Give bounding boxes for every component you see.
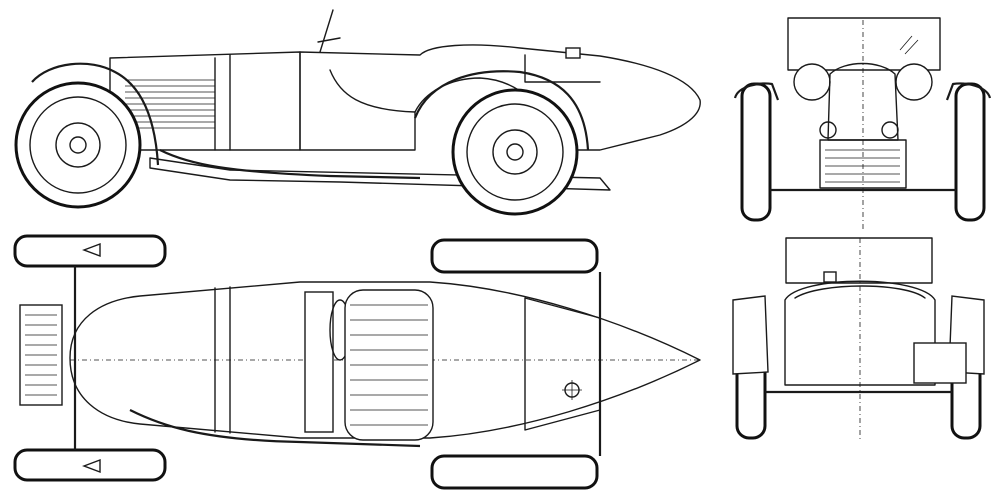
rear-number-plate bbox=[913, 342, 967, 384]
rear-panel-edge bbox=[794, 285, 926, 299]
side-front-rim bbox=[29, 96, 127, 194]
side-front-hubcap bbox=[69, 136, 87, 154]
side-front-hub bbox=[55, 122, 101, 168]
top-radiator-core bbox=[25, 314, 57, 396]
front-right-headlamp bbox=[895, 63, 933, 101]
side-cockpit-edge bbox=[329, 69, 416, 113]
side-exhaust-pipe bbox=[159, 149, 421, 180]
top-body-outline bbox=[69, 281, 701, 439]
front-left-fender bbox=[733, 82, 780, 101]
rear-left-fender bbox=[732, 295, 769, 375]
side-front-fender bbox=[31, 62, 160, 166]
side-tail-panel bbox=[524, 54, 601, 83]
rear-view bbox=[732, 237, 985, 440]
top-rear-right-tire bbox=[430, 454, 599, 490]
top-rear-left-tire bbox=[430, 238, 599, 274]
front-windscreen bbox=[787, 17, 941, 71]
side-rear-fender bbox=[413, 70, 590, 151]
front-left-tire bbox=[740, 82, 772, 222]
top-tail-panel bbox=[524, 297, 601, 431]
side-view bbox=[14, 9, 701, 216]
side-rear-rim bbox=[466, 103, 564, 201]
front-windscreen-glint bbox=[899, 35, 919, 55]
side-hood-louvres bbox=[125, 79, 215, 129]
top-seat-pleats bbox=[350, 304, 428, 426]
top-windscreen bbox=[304, 291, 334, 433]
side-body-tub bbox=[299, 44, 701, 151]
front-radiator-shell bbox=[827, 62, 899, 141]
side-rear-hub bbox=[492, 129, 538, 175]
rear-body-tail bbox=[784, 280, 936, 386]
top-front-left-spinner bbox=[82, 242, 101, 258]
rear-windscreen bbox=[785, 237, 933, 284]
side-rear-hubcap bbox=[506, 143, 524, 161]
front-grille-bars bbox=[825, 149, 900, 183]
front-left-headlamp bbox=[793, 63, 831, 101]
side-windscreen-post bbox=[317, 9, 341, 53]
side-fuel-cap bbox=[565, 47, 581, 59]
front-view bbox=[733, 17, 992, 230]
top-view bbox=[13, 234, 701, 490]
front-right-gauge bbox=[881, 121, 899, 139]
rear-fuel-cap bbox=[823, 271, 837, 283]
front-right-fender bbox=[945, 82, 992, 101]
front-left-gauge bbox=[819, 121, 837, 139]
top-front-right-spinner bbox=[82, 458, 101, 474]
front-right-tire bbox=[954, 82, 986, 222]
top-exhaust-pipe bbox=[129, 409, 421, 448]
